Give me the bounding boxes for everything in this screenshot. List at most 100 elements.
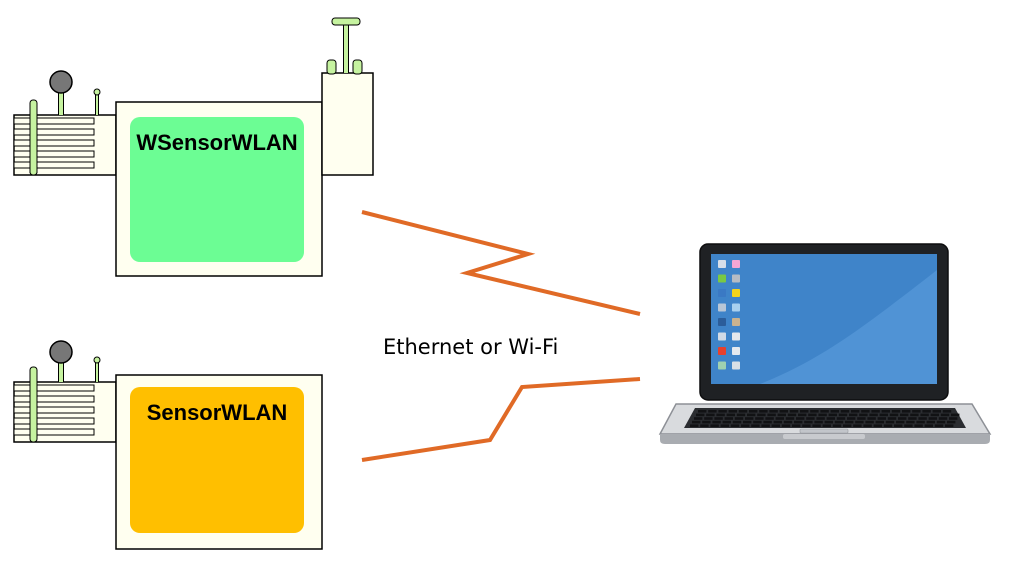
keyboard-key [734,417,744,420]
keyboard-key [690,424,699,427]
desktop-app-icon [718,318,726,326]
keyboard-key [885,420,895,424]
sensor-probe-icon [49,340,73,382]
desktop-app-icon [732,318,740,326]
keyboard-key [798,413,807,417]
keyboard-key [891,410,901,413]
device-panel [130,387,304,533]
desktop-app-icon [732,303,740,312]
keyboard-key [945,424,954,427]
desktop-app-icon [732,347,740,355]
keyboard-key [757,413,766,417]
keyboard-key [792,424,801,427]
keyboard-key [840,410,850,413]
device-panel [130,117,304,262]
keyboard-key [787,413,797,417]
keyboard-key [692,420,701,424]
keyboard-key [720,424,729,427]
keyboard-key [822,424,831,427]
keyboard-key [951,413,960,417]
keyboard-key [836,417,846,420]
keyboard-key [763,420,772,424]
keyboard-key [832,424,842,427]
keyboard-key [696,413,705,417]
keyboard-key [838,413,848,417]
keyboard-key [818,413,827,417]
keyboard-key [910,413,919,417]
keyboard-key [732,420,742,424]
keyboard-key [796,417,805,420]
keyboard-key [932,410,941,413]
keyboard-key [861,410,870,413]
device-label: WSensorWLAN [136,130,297,155]
desktop-app-icon [718,361,726,370]
keyboard-key [804,420,813,424]
keyboard-key [783,420,793,424]
keyboard-key [694,417,703,420]
keyboard-key [869,413,878,417]
keyboard-key [779,410,788,413]
keyboard-key [865,420,874,424]
keyboard-key [924,424,933,427]
keyboard-key [947,420,956,424]
keyboard-key [851,410,860,413]
keyboard-key [781,424,791,427]
keyboard-key [904,424,913,427]
keyboard-key [896,420,905,424]
keyboard-key [712,420,721,424]
keyboard-key [863,424,872,427]
keyboard-key [755,417,764,420]
desktop-app-icon [718,303,726,312]
keyboard-key [816,417,825,420]
keyboard-key [724,417,733,420]
desktop-app-icon [718,347,726,355]
keyboard-key [871,410,880,413]
keyboard-key [753,420,762,424]
keyboard-key [912,410,921,413]
keyboard-key [845,420,854,424]
desktop-app-icon [718,289,726,297]
keyboard-key [802,424,811,427]
keyboard-key [883,424,893,427]
keyboard-key [704,417,713,420]
keyboard-key [875,420,884,424]
connector-block [13,99,117,176]
keyboard-key [834,420,844,424]
keyboard-key [918,417,927,420]
desktop-app-icon [732,274,740,283]
keyboard-key [700,424,709,427]
keyboard-key [741,424,750,427]
keyboard-key [906,420,915,424]
keyboard-key [749,410,758,413]
keyboard-key [828,413,837,417]
keyboard-key [928,417,937,420]
keyboard-key [916,420,925,424]
keyboard-key [920,413,929,417]
keyboard-key [743,420,752,424]
desktop-app-icon [732,260,740,268]
keyboard-key [853,424,862,427]
keyboard-key [765,417,774,420]
keyboard-key [761,424,770,427]
keyboard-key [745,417,754,420]
keyboard-key [716,413,725,417]
keyboard-key [773,420,782,424]
keyboard-key [775,417,784,420]
keyboard-key [889,413,899,417]
keyboard-key [726,413,735,417]
keyboard-key [789,410,799,413]
connection-label: Ethernet or Wi-Fi [383,335,558,359]
connection-link-bottom [361,377,641,462]
keyboard-key [942,410,952,413]
keyboard-key [926,420,935,424]
keyboard-key [718,410,727,413]
desktop-icons [718,260,740,370]
keyboard-key [710,424,719,427]
keyboard-key [930,413,939,417]
keyboard-key [940,413,950,417]
keyboard-key [814,420,823,424]
keyboard-key [849,413,858,417]
keyboard-key [887,417,897,420]
keyboard-key [698,410,707,413]
